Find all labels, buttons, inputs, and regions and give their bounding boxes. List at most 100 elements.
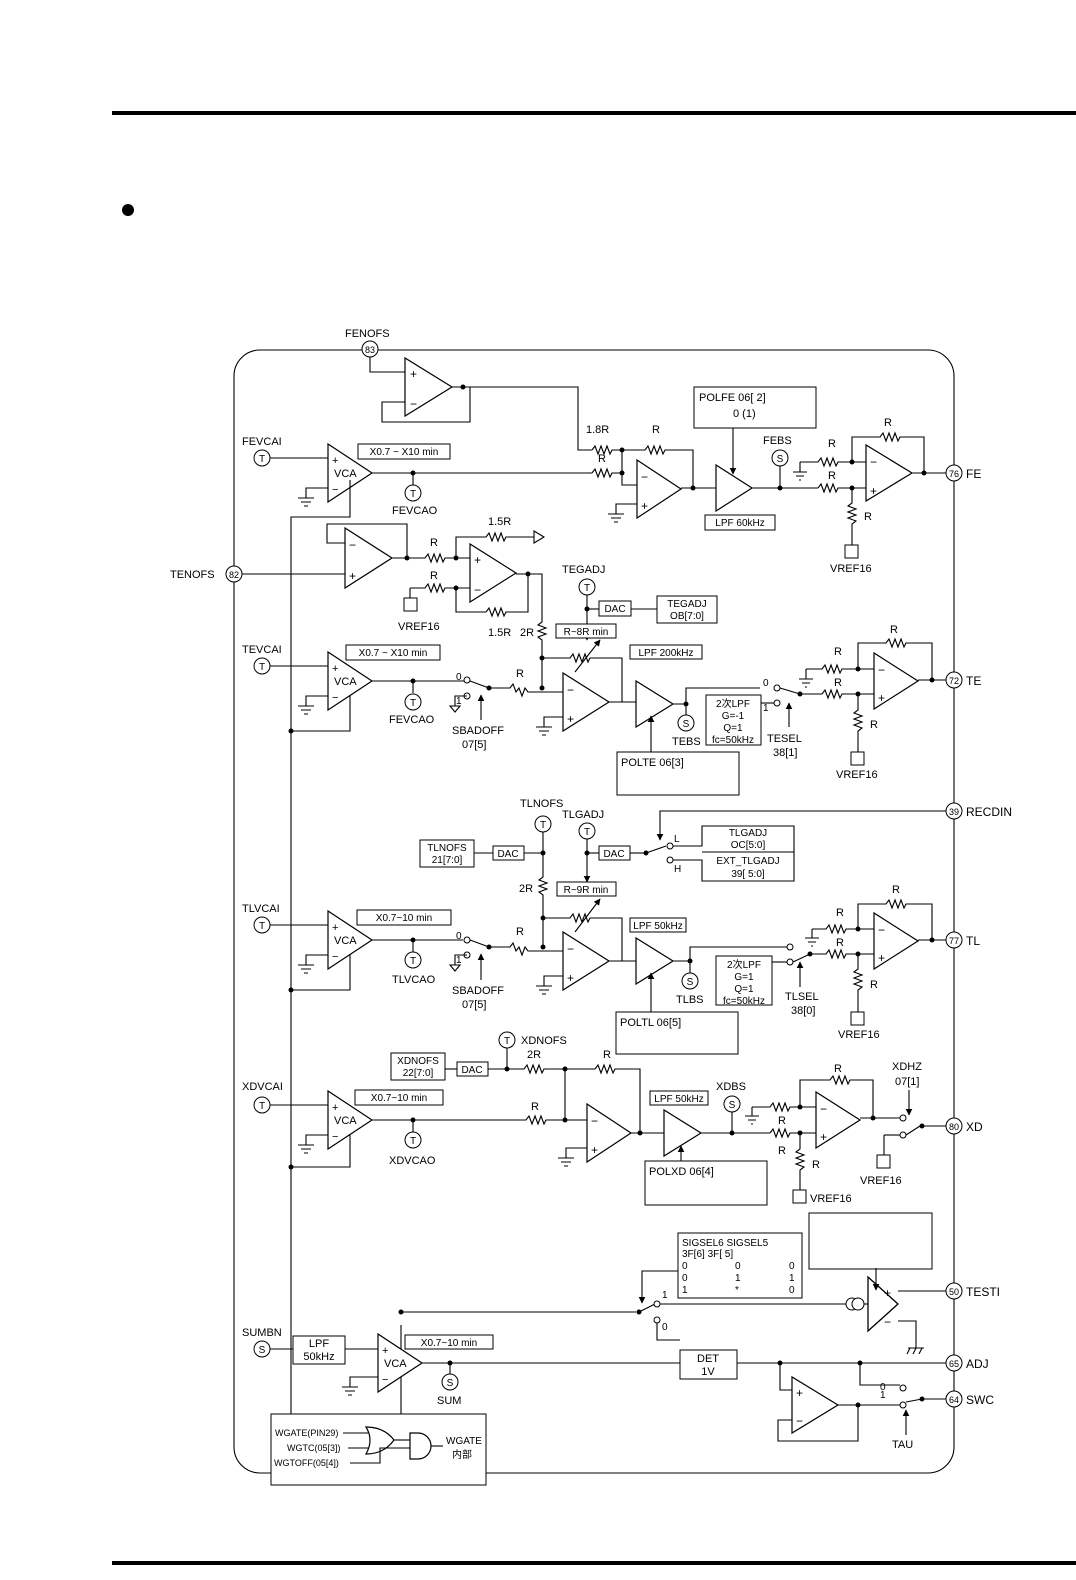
tlbs-test-point (681, 972, 699, 990)
svg-text:SIGSEL6 SIGSEL5: SIGSEL6 SIGSEL5 (682, 1238, 769, 1249)
lpf200-box (629, 644, 703, 660)
svg-text:38[0]: 38[0] (791, 1005, 815, 1017)
svg-text:22[7:0]: 22[7:0] (403, 1068, 434, 1079)
te-section: TEGADJ T DAC TEGADJ OB[7:0] R~8R min LPF… (242, 564, 981, 796)
svg-text:−: − (878, 923, 885, 937)
pin-77 (945, 931, 963, 949)
svg-text:R: R (834, 646, 842, 658)
svg-text:S: S (259, 1345, 266, 1356)
svg-text:+: + (332, 663, 338, 675)
svg-text:VREF16: VREF16 (836, 769, 878, 781)
pin-76 (945, 464, 963, 482)
svg-text:DAC: DAC (461, 1065, 482, 1076)
svg-text:TEGADJ: TEGADJ (667, 599, 706, 610)
febs-test-point (771, 449, 789, 467)
svg-text:TEGADJ: TEGADJ (562, 564, 605, 576)
svg-text:1.5R: 1.5R (488, 627, 511, 639)
svg-text:X0.7~10 min: X0.7~10 min (371, 1093, 427, 1104)
chip-outline (233, 349, 955, 1474)
svg-text:1: 1 (456, 955, 462, 966)
vref16-fe (844, 544, 859, 559)
te-polarity-amp (635, 679, 675, 729)
svg-text:VREF16: VREF16 (830, 563, 872, 575)
svg-text:R: R (834, 677, 842, 689)
svg-text:T: T (584, 827, 590, 838)
pin-72 (945, 671, 963, 689)
svg-text:+: + (567, 712, 574, 726)
xd-output-opamp (815, 1090, 862, 1150)
svg-text:+: + (796, 1386, 803, 1400)
xd-section: T XDNOFS XDNOFS 22[7:0] DAC 2R R XDVCAI … (242, 1031, 983, 1206)
te-gain-opamp (562, 671, 611, 733)
svg-text:OB[7:0]: OB[7:0] (670, 611, 704, 622)
svg-text:2次LPF: 2次LPF (716, 697, 750, 710)
sum-gain-box (404, 1334, 494, 1350)
svg-text:T: T (259, 921, 265, 932)
svg-text:0: 0 (662, 1322, 668, 1333)
svg-text:R: R (890, 624, 898, 636)
svg-text:XDVCAO: XDVCAO (389, 1155, 436, 1167)
svg-text:−: − (820, 1102, 827, 1116)
svg-text:0: 0 (682, 1261, 688, 1272)
svg-text:07[1]: 07[1] (895, 1076, 919, 1088)
svg-text:G=-1: G=-1 (722, 711, 745, 722)
svg-text:39: 39 (949, 807, 959, 817)
polxd-box (644, 1160, 768, 1206)
svg-text:VCA: VCA (334, 1115, 357, 1127)
tegadj-reg-box (656, 595, 718, 624)
svg-text:65: 65 (949, 1359, 959, 1369)
xdvcao-test-point (404, 1131, 422, 1149)
svg-text:+: + (567, 971, 574, 985)
svg-text:+: + (332, 922, 338, 934)
svg-text:38[1]: 38[1] (773, 747, 797, 759)
svg-text:T: T (410, 1136, 416, 1147)
svg-text:+: + (474, 553, 481, 567)
testi-label: TESTI (966, 1285, 1000, 1299)
svg-text:TESEL: TESEL (767, 733, 802, 745)
r8-box (555, 623, 617, 639)
svg-text:WGTOFF(05[4]): WGTOFF(05[4]) (274, 1458, 339, 1468)
adj-buffer-opamp (791, 1375, 840, 1435)
vref16-xd (792, 1189, 807, 1204)
svg-text:POLTE 06[3]: POLTE 06[3] (621, 757, 684, 769)
svg-text:WGTC(05[3]): WGTC(05[3]) (287, 1443, 341, 1453)
or-gate-icon (364, 1426, 395, 1455)
xd-gain-opamp (586, 1102, 633, 1164)
footer-rule (112, 1561, 1076, 1565)
svg-text:−: − (332, 692, 338, 704)
svg-text:X0.7 ~ X10 min: X0.7 ~ X10 min (370, 447, 439, 458)
header-rule (112, 111, 1076, 115)
xd-output-label: XD (966, 1120, 983, 1134)
svg-text:0: 0 (456, 931, 462, 942)
svg-text:T: T (259, 1101, 265, 1112)
svg-text:21[7:0]: 21[7:0] (432, 855, 463, 866)
svg-text:VREF16: VREF16 (398, 621, 440, 633)
svg-text:VCA: VCA (334, 935, 357, 947)
svg-text:TLGADJ: TLGADJ (729, 828, 767, 839)
svg-text:S: S (683, 719, 690, 730)
svg-text:XDBS: XDBS (716, 1081, 746, 1093)
svg-text:R: R (828, 470, 836, 482)
tl-adj-section: 39 RECDIN TLNOFS T TLNOFS 21[7:0] DAC 2R… (419, 798, 1012, 948)
svg-text:T: T (504, 1036, 510, 1047)
te-2nd-lpf-box (705, 694, 762, 746)
vref16-te-ofs (403, 597, 418, 612)
recdin-label: RECDIN (966, 805, 1012, 819)
svg-text:1: 1 (662, 1290, 668, 1301)
vref16-te (850, 751, 865, 766)
svg-text:POLXD 06[4]: POLXD 06[4] (649, 1166, 714, 1178)
svg-text:R: R (652, 424, 660, 436)
svg-text:TLGADJ: TLGADJ (562, 809, 604, 821)
svg-text:R: R (598, 453, 606, 465)
svg-text:FEBS: FEBS (763, 435, 792, 447)
svg-text:+: + (332, 1102, 338, 1114)
xd-vca (327, 1089, 374, 1151)
svg-text:−: − (796, 1414, 803, 1428)
svg-text:3F[6] 3F[ 5]: 3F[6] 3F[ 5] (682, 1249, 733, 1260)
svg-text:OC[5:0]: OC[5:0] (731, 840, 766, 851)
r9-box (556, 881, 617, 897)
svg-text:S: S (777, 454, 784, 465)
svg-text:X0.7~10 min: X0.7~10 min (421, 1338, 477, 1349)
tl-gain-opamp (562, 930, 611, 992)
